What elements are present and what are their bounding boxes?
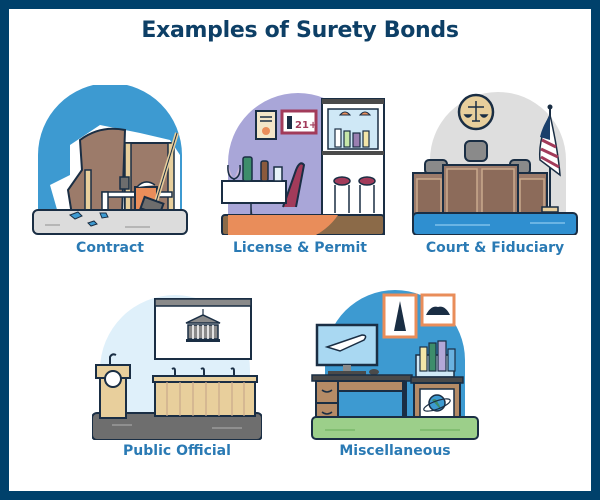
- court-fiduciary-label: Court & Fiduciary: [425, 240, 565, 256]
- contract-label: Contract: [76, 240, 144, 256]
- public-official-scene: [92, 285, 262, 440]
- license-permit-label: License & Permit: [232, 240, 367, 256]
- contract-scene: [30, 85, 190, 235]
- bar-restaurant-scene-icon: 21+: [221, 93, 385, 235]
- construction-scene-icon: [32, 85, 188, 235]
- page-title: Examples of Surety Bonds: [141, 18, 459, 43]
- office-desk-scene-icon: [311, 290, 479, 440]
- courtroom-scene-icon: [412, 92, 578, 235]
- public-official-label: Public Official: [123, 443, 231, 459]
- council-chamber-scene-icon: [92, 295, 262, 440]
- age-sign-text: 21+: [295, 120, 317, 131]
- license-permit-scene: 21+: [218, 85, 388, 235]
- court-fiduciary-scene: [410, 85, 580, 235]
- miscellaneous-label: Miscellaneous: [339, 443, 451, 459]
- miscellaneous-scene: [310, 285, 480, 440]
